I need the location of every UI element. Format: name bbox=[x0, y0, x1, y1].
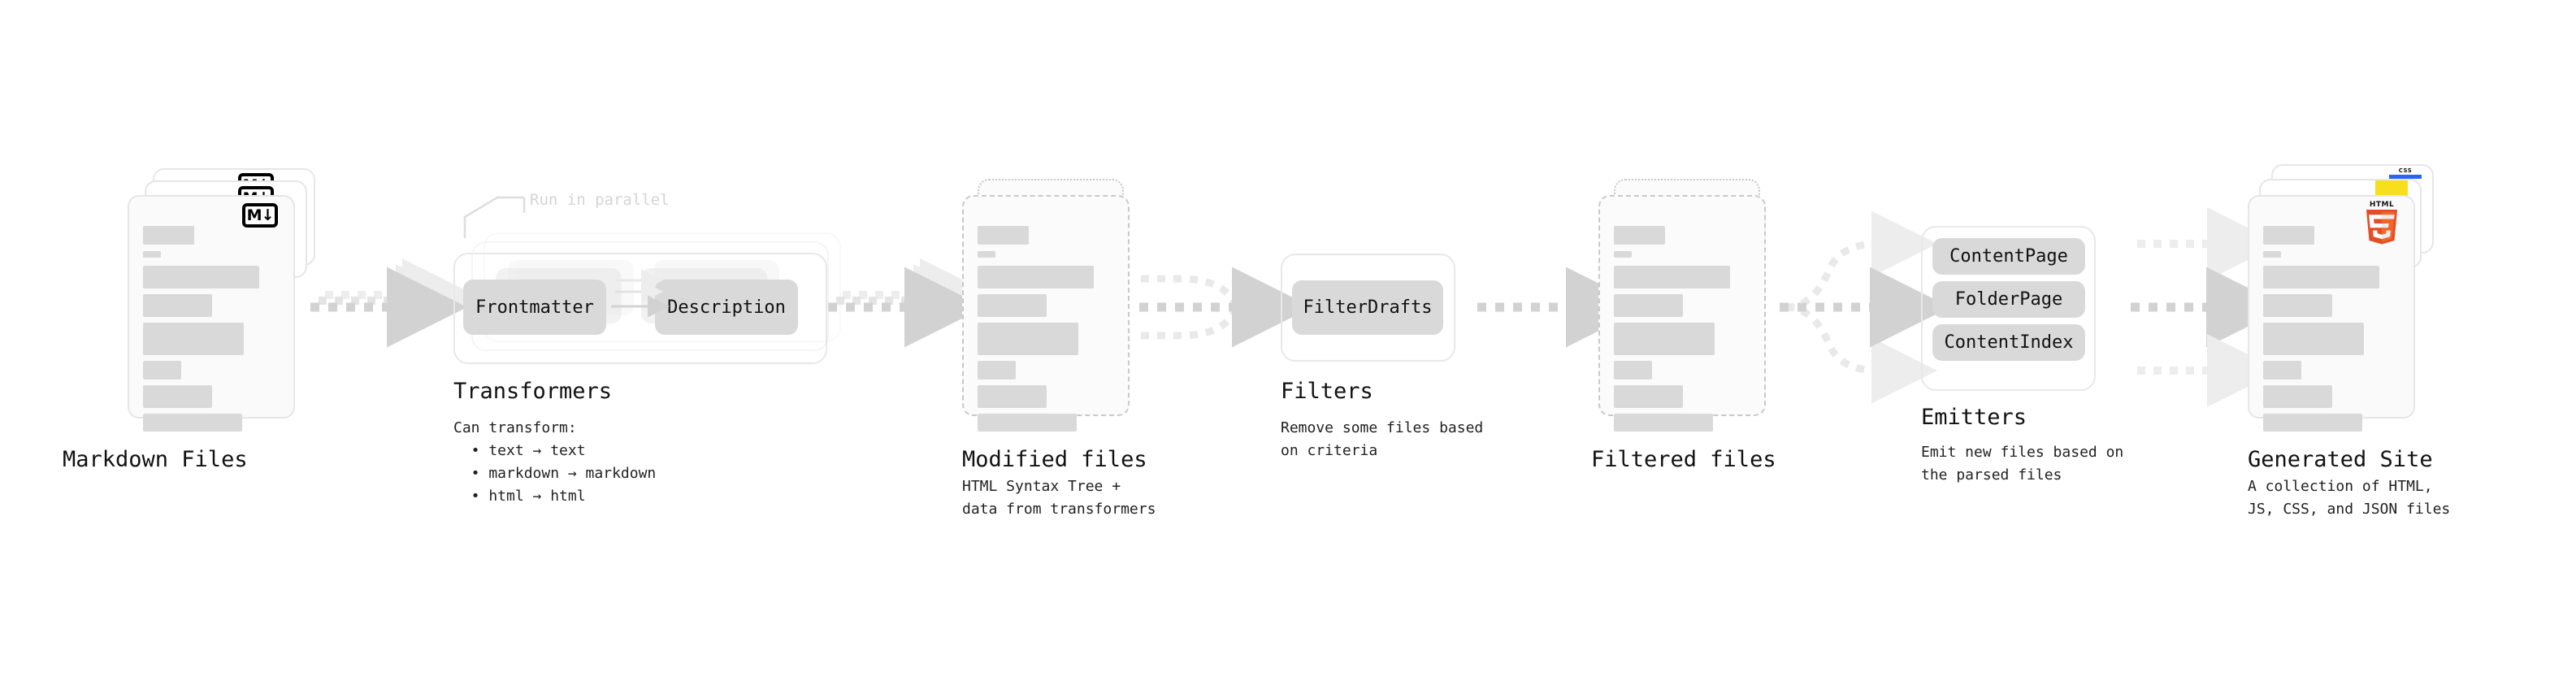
content-bar bbox=[978, 385, 1047, 408]
content-bar bbox=[143, 294, 212, 317]
markdown-file-card-front bbox=[128, 195, 295, 432]
content-bar bbox=[978, 361, 1016, 380]
transformer-node-description[interactable]: Description bbox=[655, 280, 798, 335]
content-bar bbox=[1614, 226, 1665, 245]
content-bar bbox=[143, 414, 242, 432]
emitters-box bbox=[1921, 226, 2096, 391]
content-bar bbox=[978, 251, 995, 258]
filters-box bbox=[1281, 254, 1455, 362]
content-bar bbox=[2263, 294, 2332, 317]
stage-subtitle-modified-files: HTML Syntax Tree + data from transformer… bbox=[962, 478, 1156, 518]
generated-file-card-html bbox=[2248, 195, 2415, 432]
connector-modified-to-filters bbox=[1139, 267, 1312, 348]
stage-title-transformers: Transformers bbox=[453, 379, 613, 404]
run-in-parallel-label: Run in parallel bbox=[530, 191, 670, 209]
content-bar bbox=[143, 361, 181, 380]
filter-node-filterdrafts[interactable]: FilterDrafts bbox=[1292, 280, 1443, 335]
content-bar bbox=[1614, 323, 1715, 355]
content-bar bbox=[2263, 414, 2362, 432]
content-bar bbox=[1614, 266, 1730, 288]
emitter-node-folderpage[interactable]: FolderPage bbox=[1932, 281, 2085, 318]
stage-subtitle-emitters: Emit new files based on the parsed files bbox=[1921, 444, 2124, 484]
emitter-node-contentindex[interactable]: ContentIndex bbox=[1932, 324, 2085, 361]
content-bar bbox=[978, 414, 1077, 432]
css-icon-label: CSS bbox=[2398, 167, 2413, 174]
stage-subtitle-generated-site: A collection of HTML, JS, CSS, and JSON … bbox=[2248, 478, 2451, 518]
stage-title-filters: Filters bbox=[1281, 379, 1373, 404]
content-bar bbox=[1614, 294, 1683, 317]
stage-subtitle-filters: Remove some files based on criteria bbox=[1281, 419, 1484, 459]
stage-title-emitters: Emitters bbox=[1921, 405, 2027, 430]
stage-title-filtered-files: Filtered files bbox=[1591, 447, 1776, 472]
transformer-node-frontmatter[interactable]: Frontmatter bbox=[463, 280, 606, 335]
content-bar bbox=[978, 294, 1047, 317]
html5-icon: HTML bbox=[2363, 201, 2400, 245]
connector-emitters-to-site bbox=[2131, 207, 2287, 407]
markdown-icon: M↓ bbox=[242, 203, 278, 228]
content-bar bbox=[1614, 361, 1652, 380]
content-bar bbox=[1614, 385, 1683, 408]
content-bar bbox=[2263, 361, 2301, 380]
content-bar bbox=[143, 385, 212, 408]
content-bar bbox=[2263, 251, 2281, 258]
content-bar bbox=[143, 251, 161, 258]
html5-icon-label: HTML bbox=[2369, 201, 2395, 209]
stage-title-modified-files: Modified files bbox=[962, 447, 1147, 472]
content-bar bbox=[1614, 414, 1713, 432]
content-bar bbox=[143, 323, 244, 355]
connector-filtered-to-emitters bbox=[1780, 210, 1950, 404]
stage-title-markdown-files: Markdown Files bbox=[63, 447, 248, 472]
stage-title-generated-site: Generated Site bbox=[2248, 447, 2433, 472]
content-bar bbox=[2263, 226, 2314, 245]
transformers-box bbox=[453, 253, 827, 364]
css-icon: CSS bbox=[2389, 167, 2422, 179]
content-bar bbox=[2263, 385, 2332, 408]
connector-md-to-transformers bbox=[310, 258, 475, 348]
content-bar bbox=[978, 226, 1029, 245]
filtered-file-card-front bbox=[1598, 195, 1766, 432]
css-icon-underline bbox=[2389, 175, 2422, 179]
content-bar bbox=[978, 323, 1078, 355]
connector-transformers-to-modified bbox=[828, 258, 993, 348]
stage-subtitle-transformers: Can transform: • text → text • markdown … bbox=[453, 419, 657, 505]
content-bar bbox=[1614, 251, 1632, 258]
modified-file-card-front bbox=[962, 195, 1130, 432]
content-bar bbox=[2263, 266, 2379, 288]
emitter-node-contentpage[interactable]: ContentPage bbox=[1932, 238, 2085, 275]
content-bar bbox=[143, 226, 194, 245]
content-bar bbox=[143, 266, 259, 288]
content-bar bbox=[2263, 323, 2364, 355]
content-bar bbox=[978, 266, 1094, 288]
